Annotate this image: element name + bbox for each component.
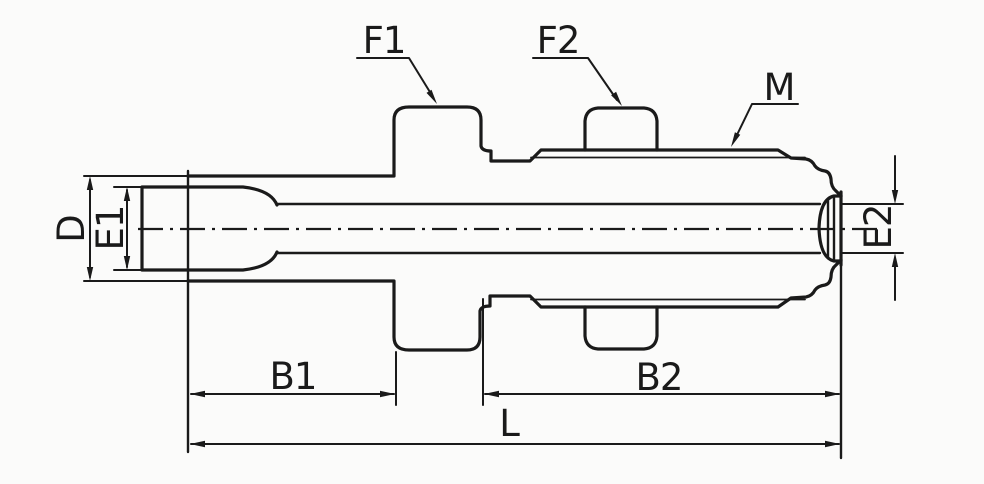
b1-label: B1 bbox=[270, 355, 317, 398]
dimension-d: D bbox=[50, 175, 191, 282]
l-label: L bbox=[499, 402, 520, 445]
dimension-b2: B2 bbox=[482, 298, 840, 406]
locknut-hex-top bbox=[583, 106, 659, 152]
d-arrowhead-up bbox=[86, 176, 94, 190]
f2-label: F2 bbox=[537, 19, 580, 62]
e2-arrowhead-down bbox=[891, 190, 899, 204]
b1-arrowhead-right bbox=[380, 390, 395, 398]
m-label: M bbox=[764, 66, 795, 109]
f2-leader-line bbox=[532, 57, 618, 101]
d-label: D bbox=[50, 215, 93, 243]
l-arrowhead-right bbox=[825, 440, 840, 448]
e1-arrowhead-up bbox=[123, 187, 131, 201]
m-leader-line bbox=[734, 103, 799, 140]
dimension-b1: B1 bbox=[190, 351, 397, 406]
f2-leader-arrowhead bbox=[611, 91, 622, 106]
m-leader-arrowhead bbox=[731, 132, 741, 147]
l-arrowhead-left bbox=[190, 440, 205, 448]
d-arrowhead-down bbox=[86, 267, 94, 281]
f1-leader-line bbox=[356, 57, 434, 98]
b2-label: B2 bbox=[636, 356, 683, 399]
locknut-hex-bottom bbox=[583, 305, 659, 351]
callout-f2: F2 bbox=[532, 19, 622, 106]
e1-label: E1 bbox=[89, 206, 132, 251]
dimension-l: L bbox=[190, 402, 840, 448]
e2-arrowhead-up bbox=[891, 253, 899, 267]
b2-arrowhead-right bbox=[825, 390, 840, 398]
part-outline bbox=[138, 105, 877, 352]
b2-arrowhead-left bbox=[484, 390, 499, 398]
body-lower-profile bbox=[186, 258, 843, 352]
e2-label: E2 bbox=[857, 205, 900, 250]
callout-f1: F1 bbox=[356, 19, 437, 104]
f1-leader-arrowhead bbox=[426, 89, 437, 104]
body-upper-profile bbox=[186, 105, 843, 198]
dimension-e2: E2 bbox=[841, 155, 904, 301]
e1-arrowhead-down bbox=[123, 256, 131, 270]
b1-arrowhead-left bbox=[190, 390, 205, 398]
callout-m: M bbox=[731, 66, 799, 147]
f1-label: F1 bbox=[363, 19, 406, 62]
dimension-e1: E1 bbox=[89, 186, 147, 271]
